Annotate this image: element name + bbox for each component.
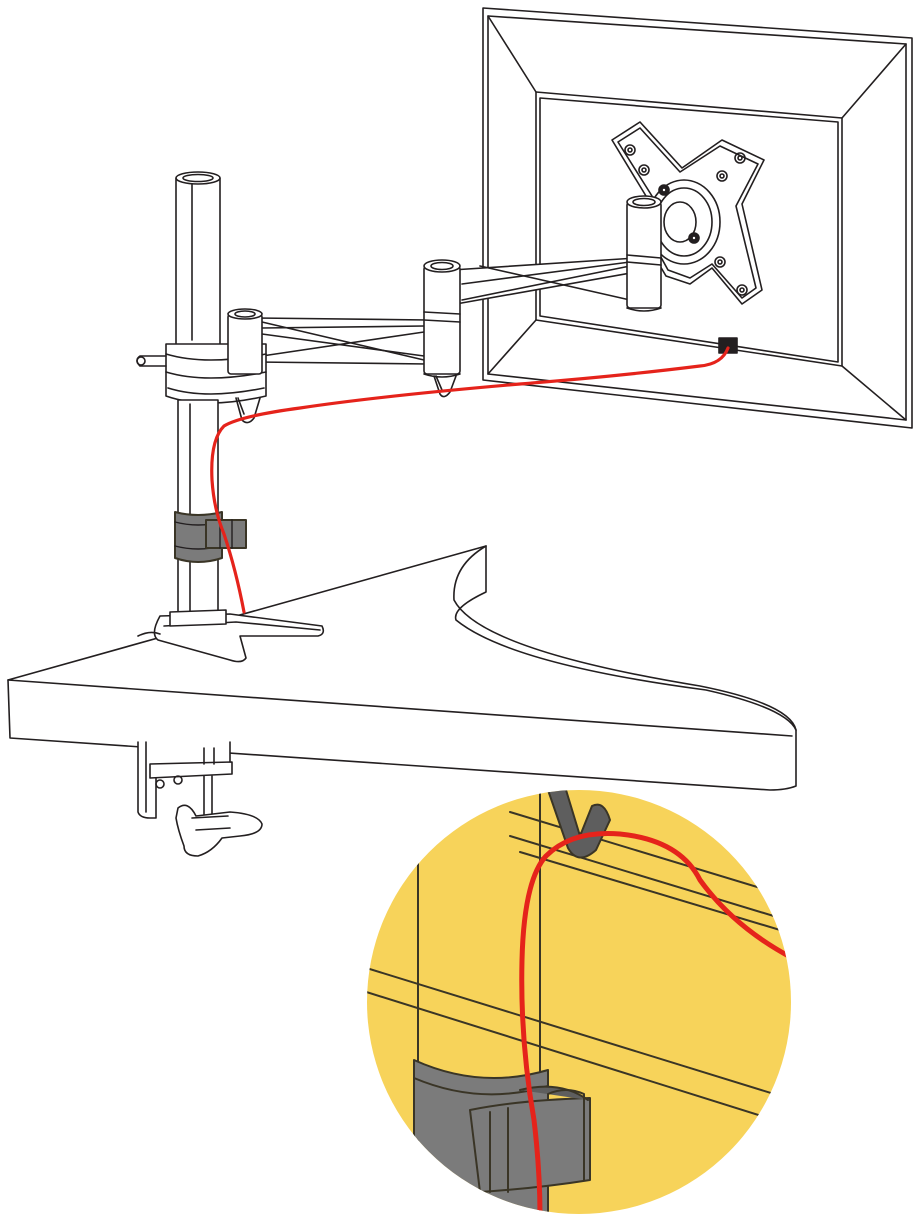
monitor-pole bbox=[136, 171, 267, 617]
cable-clip-icon bbox=[174, 511, 247, 563]
upper-arm bbox=[451, 195, 662, 312]
power-cable bbox=[210, 346, 730, 614]
desk-clamp-icon bbox=[137, 741, 263, 857]
zoom-detail bbox=[367, 790, 791, 1214]
vesa-plate-icon bbox=[611, 121, 765, 305]
desk-base bbox=[137, 609, 325, 663]
lower-arm bbox=[255, 259, 461, 398]
desk bbox=[7, 545, 797, 791]
